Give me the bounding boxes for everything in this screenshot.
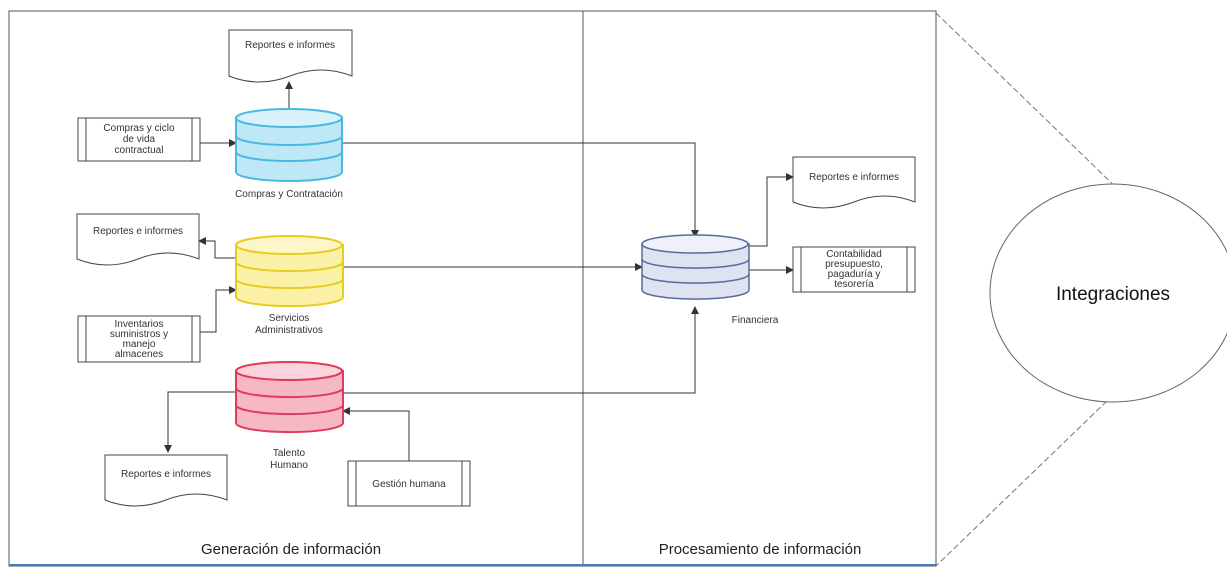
connector-inventarios-to-servicios — [200, 286, 237, 333]
document-reportes-compras-text: Reportes e informes — [245, 40, 335, 51]
talento-db-top — [235, 361, 343, 381]
connector-gestion-to-talento — [342, 407, 410, 461]
servicios-db-top — [235, 235, 343, 255]
process-inventarios: Inventarios suministros y manejo almacen… — [77, 315, 201, 363]
document-reportes-servicios: Reportes e informes — [76, 213, 200, 266]
connector-compras-to-financiera — [342, 142, 699, 238]
talento-database — [235, 361, 344, 434]
processing-section-label: Procesamiento de información — [659, 541, 862, 558]
process-contabilidad-line4: tesorería — [834, 279, 874, 290]
process-contabilidad-line2: presupuesto, — [825, 259, 883, 270]
process-contabilidad-line3: pagaduría y — [828, 269, 881, 280]
financiera-db-label: Financiera — [732, 315, 779, 326]
process-contabilidad-box — [792, 246, 916, 293]
servicios-database — [235, 235, 344, 308]
process-gestion-humana-box — [347, 460, 471, 507]
process-compras-ciclo-line3: contractual — [115, 145, 164, 156]
process-contabilidad-line1: Contabilidad — [826, 249, 882, 260]
connector-talento-to-report — [164, 391, 236, 453]
integrations-label: Integraciones — [1056, 284, 1170, 305]
servicios-db-label-1: Servicios — [269, 313, 310, 324]
compras-database — [235, 108, 343, 182]
process-compras-ciclo-box — [77, 117, 201, 162]
process-contabilidad: Contabilidad presupuesto, pagaduría y te… — [792, 246, 916, 293]
connector-servicios-to-report — [198, 237, 236, 259]
financiera-db-band-1 — [641, 258, 750, 269]
talento-db-label-1: Talento — [273, 448, 306, 459]
talento-db-band-2 — [235, 404, 344, 416]
process-gestion-humana: Gestión humana — [347, 460, 471, 507]
document-reportes-talento-shape — [104, 454, 228, 507]
document-reportes-financiera-text: Reportes e informes — [809, 172, 899, 183]
financiera-db-top — [641, 234, 749, 254]
document-reportes-talento: Reportes e informes — [104, 454, 228, 507]
document-reportes-financiera: Reportes e informes — [792, 156, 916, 209]
document-reportes-servicios-shape — [76, 213, 200, 266]
compras-db-top — [235, 108, 343, 128]
process-compras-ciclo: Compras y ciclo de vida contractual — [77, 117, 201, 162]
servicios-db-label-2: Administrativos — [255, 325, 323, 336]
financiera-database — [641, 234, 750, 300]
integrations-circle — [989, 183, 1227, 403]
document-reportes-financiera-shape — [792, 156, 916, 209]
process-inventarios-line3: manejo — [123, 339, 156, 350]
connector-talento-to-financiera — [343, 306, 699, 394]
process-inventarios-line2: suministros y — [110, 329, 168, 340]
process-compras-ciclo-line1: Compras y ciclo — [103, 123, 175, 134]
document-reportes-talento-text: Reportes e informes — [121, 469, 211, 480]
process-compras-ciclo-line2: de vida — [123, 134, 156, 145]
connector-financiera-to-report — [749, 173, 794, 247]
generation-section-label: Generación de información — [201, 541, 381, 558]
compras-db-band-2 — [235, 151, 343, 162]
talento-db-label-2: Humano — [270, 460, 308, 471]
servicios-db-band-2 — [235, 278, 344, 290]
process-gestion-humana-text: Gestión humana — [372, 479, 446, 490]
talento-db-band-1 — [235, 387, 344, 399]
compras-db-band-1 — [235, 135, 343, 146]
process-inventarios-line1: Inventarios — [115, 319, 164, 330]
process-inventarios-box — [77, 315, 201, 363]
servicios-db-band-1 — [235, 261, 344, 273]
compras-db-body — [235, 117, 343, 182]
servicios-db-body — [235, 244, 344, 308]
compras-db-label: Compras y Contratación — [235, 189, 343, 200]
document-reportes-compras: Reportes e informes — [228, 29, 353, 83]
talento-db-body — [235, 370, 344, 434]
financiera-db-body — [641, 243, 750, 300]
financiera-db-band-2 — [641, 273, 750, 284]
document-reportes-compras-shape — [228, 29, 353, 83]
document-reportes-servicios-text: Reportes e informes — [93, 226, 183, 237]
process-inventarios-line4: almacenes — [115, 349, 163, 360]
